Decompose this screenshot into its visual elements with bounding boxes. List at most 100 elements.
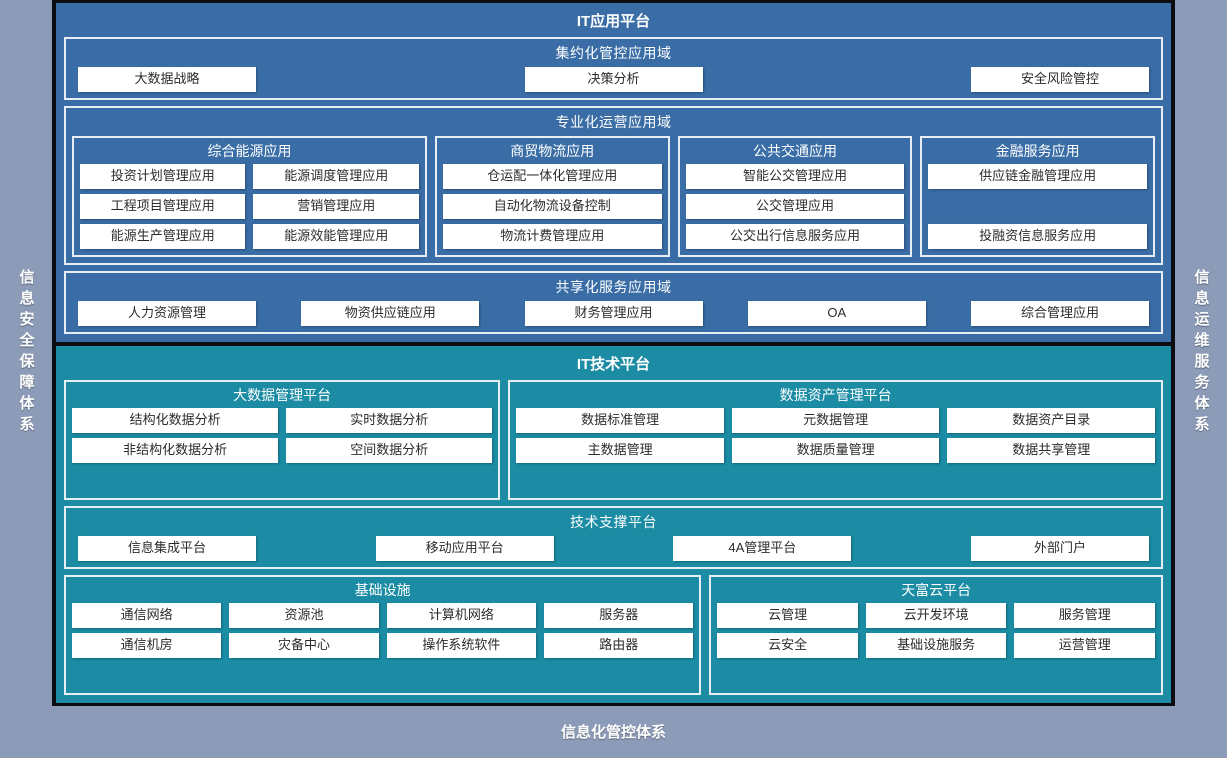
tech-chip-realtime-data-analysis[interactable]: 实时数据分析 [286,407,493,433]
app-chip-placeholder [928,194,1147,219]
tech-chip-spatial-data-analysis[interactable]: 空间数据分析 [286,437,493,463]
grid-row: 云管理 云开发环境 服务管理 [717,602,1155,628]
group-grid: 智能公交管理应用 公交管理应用 公交出行信息服务应用 [685,163,905,249]
grid-row: 结构化数据分析 实时数据分析 [72,407,493,433]
grid-row: 工程项目管理应用 营销管理应用 [80,193,419,219]
group-public-transport: 公共交通应用 智能公交管理应用 公交管理应用 公交出行信 [677,135,913,257]
tech-chip-mobile-application-platform[interactable]: 移动应用平台 [375,535,554,561]
tech-platform-body: 大数据管理平台 结构化数据分析 实时数据分析 非结构化数据分析 空间数据分析 [56,379,1171,703]
app-chip-integrated-warehouse-delivery[interactable]: 仓运配一体化管理应用 [442,163,662,189]
tech-chip-external-portal[interactable]: 外部门户 [970,535,1149,561]
tech-chip-disaster-recovery-center[interactable]: 灾备中心 [229,632,379,658]
app-chip-general-management[interactable]: 综合管理应用 [971,300,1149,326]
tech-chip-information-integration-platform[interactable]: 信息集成平台 [78,535,256,561]
domain-title: 技术支撑平台 [570,513,657,530]
group-grid: 通信网络 资源池 计算机网络 服务器 通信机房 灾备中心 操作系统软件 路由器 [72,602,694,687]
tech-chip-computer-network[interactable]: 计算机网络 [386,602,537,628]
group-integrated-energy: 综合能源应用 投资计划管理应用 能源调度管理应用 工程项目管理应用 营销管理应用 [72,135,427,257]
tech-chip-communication-room[interactable]: 通信机房 [72,632,222,658]
tech-chip-server[interactable]: 服务器 [544,602,694,628]
app-chip-energy-production[interactable]: 能源生产管理应用 [80,223,246,249]
grid-row: 投融资信息服务应用 [928,223,1148,249]
tech-chip-unstructured-data-analysis[interactable]: 非结构化数据分析 [72,437,279,463]
app-platform: IT应用平台 集约化管控应用域 大数据战略 决策分析 安全风险管控 专业化运营应… [56,3,1171,342]
tech-platform: IT技术平台 大数据管理平台 结构化数据分析 实时数据分析 [56,341,1171,703]
group-grid: 云管理 云开发环境 服务管理 云安全 基础设施服务 运营管理 [717,602,1155,687]
tech-chip-operations-management[interactable]: 运营管理 [1014,632,1155,658]
tech-chip-metadata-management[interactable]: 元数据管理 [731,407,940,433]
tech-chip-communication-network[interactable]: 通信网络 [72,602,222,628]
tech-chip-resource-pool[interactable]: 资源池 [229,602,379,628]
group-title: 公共交通应用 [752,142,837,159]
app-chip-engineering-project[interactable]: 工程项目管理应用 [80,193,246,219]
tech-chip-cloud-security[interactable]: 云安全 [717,632,858,658]
left-rail-label: 信息安全保障体系 [17,269,35,437]
app-chip-material-supply-chain[interactable]: 物资供应链应用 [301,300,480,326]
tech-chip-master-data-management[interactable]: 主数据管理 [516,437,724,463]
tech-chip-data-quality-management[interactable]: 数据质量管理 [731,437,940,463]
group-title: 天富云平台 [901,581,972,598]
group-infrastructure: 基础设施 通信网络 资源池 计算机网络 服务器 通信机房 [64,574,702,695]
group-title: 大数据管理平台 [233,386,332,403]
group-grid: 结构化数据分析 实时数据分析 非结构化数据分析 空间数据分析 [72,407,493,492]
tech-chip-cloud-dev-environment[interactable]: 云开发环境 [865,602,1007,628]
group-title: 综合能源应用 [207,142,292,159]
app-chip-supply-chain-finance[interactable]: 供应链金融管理应用 [928,163,1148,189]
tech-platform-title: IT技术平台 [576,355,651,373]
app-chip-hr-management[interactable]: 人力资源管理 [78,300,256,326]
app-chip-investment-plan[interactable]: 投资计划管理应用 [80,163,246,189]
app-chip-energy-efficiency[interactable]: 能源效能管理应用 [253,223,419,249]
group-grid: 数据标准管理 元数据管理 数据资产目录 主数据管理 数据质量管理 数据共享管理 [516,407,1155,492]
app-chip-bus-travel-info-service[interactable]: 公交出行信息服务应用 [685,223,905,249]
group-grid: 仓运配一体化管理应用 自动化物流设备控制 物流计费管理应用 [442,163,662,249]
group-grid: 投资计划管理应用 能源调度管理应用 工程项目管理应用 营销管理应用 能源生产管理… [80,163,419,249]
domain-title: 集约化管控应用域 [555,45,672,61]
grid-row: 物流计费管理应用 [442,223,662,249]
tech-chip-data-asset-catalog[interactable]: 数据资产目录 [947,407,1155,433]
tech-chip-cloud-management[interactable]: 云管理 [717,602,858,628]
app-platform-title: IT应用平台 [576,13,651,30]
tech-chip-infrastructure-service[interactable]: 基础设施服务 [865,632,1007,658]
app-chip-smart-bus-management[interactable]: 智能公交管理应用 [685,163,905,189]
grid-row: 云安全 基础设施服务 运营管理 [717,632,1155,658]
right-rail-it-operations: 信息运维服务体系 [1171,0,1227,706]
app-chip-big-data-strategy[interactable]: 大数据战略 [78,67,256,92]
tech-chip-service-management[interactable]: 服务管理 [1014,602,1155,628]
tech-chip-structured-data-analysis[interactable]: 结构化数据分析 [72,407,279,433]
tech-chip-router[interactable]: 路由器 [544,632,694,658]
app-chip-energy-dispatch[interactable]: 能源调度管理应用 [253,163,419,189]
app-chip-finance-management[interactable]: 财务管理应用 [524,300,703,326]
grid-row: 自动化物流设备控制 [442,193,662,219]
app-chip-automated-logistics-control[interactable]: 自动化物流设备控制 [442,193,662,219]
app-chip-oa[interactable]: OA [747,300,926,326]
group-title: 金融服务应用 [995,142,1080,159]
domain-intensive-management: 集约化管控应用域 大数据战略 决策分析 安全风险管控 [64,37,1163,100]
app-chip-logistics-billing[interactable]: 物流计费管理应用 [442,223,662,249]
app-chip-security-risk-control[interactable]: 安全风险管控 [971,67,1149,92]
app-chip-investment-financing-info[interactable]: 投融资信息服务应用 [928,223,1148,249]
group-trade-logistics: 商贸物流应用 仓运配一体化管理应用 自动化物流设备控制 [434,135,670,257]
grid-row: 投资计划管理应用 能源调度管理应用 [80,163,419,189]
group-title: 数据资产管理平台 [779,386,892,403]
tech-chip-4a-management-platform[interactable]: 4A管理平台 [673,535,852,561]
footer-label: 信息化管控体系 [560,723,666,741]
domain-shared-services: 共享化服务应用域 人力资源管理 物资供应链应用 财务管理应用 OA 综合管理应用 [64,270,1163,334]
grid-row: 主数据管理 数据质量管理 数据共享管理 [516,437,1155,463]
left-rail-information-security: 信息安全保障体系 [0,0,56,706]
main-band: 信息安全保障体系 IT应用平台 集约化管控应用域 大数据战略 决策分析 安全风险… [0,0,1227,706]
app-chip-bus-management[interactable]: 公交管理应用 [685,193,905,219]
tech-data-platforms: 大数据管理平台 结构化数据分析 实时数据分析 非结构化数据分析 空间数据分析 [64,379,1163,500]
domain-items: 大数据战略 决策分析 安全风险管控 [72,67,1155,92]
grid-row: 能源生产管理应用 能源效能管理应用 [80,223,419,249]
tech-chip-data-standard-management[interactable]: 数据标准管理 [516,407,724,433]
grid-row: 通信机房 灾备中心 操作系统软件 路由器 [72,632,694,658]
app-chip-marketing-management[interactable]: 营销管理应用 [253,193,419,219]
tech-chip-data-sharing-management[interactable]: 数据共享管理 [947,437,1155,463]
app-chip-decision-analysis[interactable]: 决策分析 [524,67,703,92]
grid-row: 数据标准管理 元数据管理 数据资产目录 [516,407,1155,433]
domain-groups: 综合能源应用 投资计划管理应用 能源调度管理应用 工程项目管理应用 营销管理应用 [72,135,1156,257]
domain-title: 专业化运营应用域 [555,113,672,130]
domain-title: 共享化服务应用域 [555,278,672,295]
tech-chip-operating-system-software[interactable]: 操作系统软件 [386,632,537,658]
